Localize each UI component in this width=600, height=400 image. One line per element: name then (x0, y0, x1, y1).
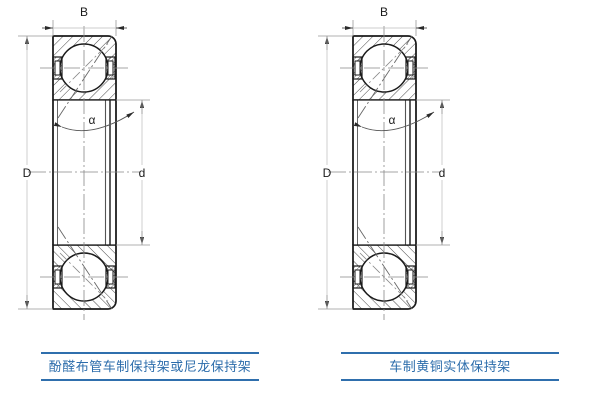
contact-angle-line-right (357, 35, 413, 310)
dimension-D-left: D (18, 35, 53, 310)
dimension-d-right: d (416, 99, 450, 246)
bearing-panel-right: B D d α (300, 0, 600, 400)
dimension-label-B-right: B (380, 5, 388, 19)
dimension-B-right: B (342, 5, 427, 36)
dimension-label-d-left: d (139, 166, 146, 180)
caption-rule-bottom-left (41, 379, 259, 381)
caption-rule-top-right (341, 352, 559, 354)
caption-block-left: 酚醛布管车制保持架或尼龙保持架 (0, 352, 300, 381)
dimension-label-D-left: D (23, 166, 32, 180)
dimension-label-alpha-left: α (89, 113, 96, 127)
dimension-D-right: D (318, 35, 353, 310)
contact-angle-line-left (57, 35, 113, 310)
bearing-cross-section-right (328, 26, 440, 320)
caption-text-right: 车制黄铜实体保持架 (389, 359, 511, 374)
bearing-panel-left: B D d (0, 5, 300, 381)
dimension-label-D-right: D (323, 166, 332, 180)
contact-angle-annotation-left: α (53, 111, 135, 132)
caption-text-left: 酚醛布管车制保持架或尼龙保持架 (48, 359, 252, 374)
caption-rule-bottom-right (341, 379, 559, 381)
contact-angle-annotation-right: α (353, 111, 435, 132)
bearing-drawing-right: B D d α (318, 5, 450, 320)
caption-rule-top-left (41, 352, 259, 354)
dimension-label-B-left: B (80, 5, 88, 19)
inner-ring-left (52, 99, 117, 246)
bearing-cross-section-left (28, 26, 140, 320)
caption-block-right: 车制黄铜实体保持架 (300, 352, 600, 381)
bearing-outline-right (353, 35, 417, 310)
dimension-B-left: B (42, 5, 127, 36)
bearing-drawing-left: B D d (18, 5, 150, 320)
dimension-d-left: d (116, 99, 150, 246)
dimension-label-d-right: d (439, 166, 446, 180)
dimension-label-alpha-right: α (389, 113, 396, 127)
bearing-outline-left (53, 35, 117, 310)
inner-ring-right (352, 99, 417, 246)
